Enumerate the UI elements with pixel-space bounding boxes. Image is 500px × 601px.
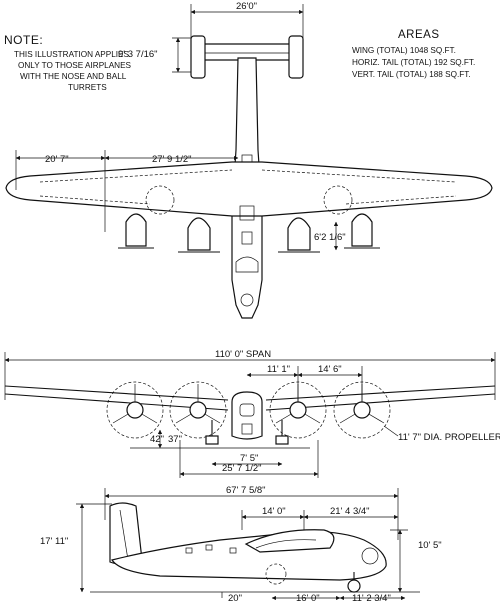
length-label: 67' 7 5/8" — [226, 485, 266, 496]
nacelle-length-label: 6'2 1/6" — [314, 232, 346, 243]
wheelbase-label: 16' 0" — [296, 593, 320, 601]
inner-spacing-label: 11' 1" — [267, 364, 290, 375]
note-line-1: THIS ILLUSTRATION APPLIES — [14, 50, 129, 59]
height-label: 17' 11" — [40, 536, 68, 547]
areas-horiz-tail: HORIZ. TAIL (TOTAL) 192 SQ.FT. — [352, 58, 475, 67]
note-line-4: TURRETS — [68, 83, 107, 92]
tail-span-label: 26'0" — [236, 1, 257, 12]
clearance-b-label: 37" — [168, 434, 182, 445]
nacelle-inner-left — [178, 217, 220, 253]
aft-dim-label: 21' 4 3/4" — [330, 506, 370, 517]
prop-center-label: 25' 7 1/2" — [222, 463, 262, 474]
note-block: NOTE: THIS ILLUSTRATION APPLIES ONLY TO … — [4, 33, 132, 92]
areas-block: AREAS WING (TOTAL) 1048 SQ.FT. HORIZ. TA… — [352, 29, 475, 79]
note-heading: NOTE: — [4, 33, 43, 47]
cabin-height-label: 10' 5" — [418, 540, 442, 551]
areas-heading: AREAS — [398, 29, 440, 41]
span-label: 110' 0" SPAN — [215, 349, 271, 360]
inner-wing-label: 27' 9 1/2" — [152, 154, 192, 165]
clearance-a-label: 42" — [150, 434, 164, 445]
note-line-2: ONLY TO THOSE AIRPLANES — [18, 61, 132, 70]
tail-wheel-label: 20" — [228, 593, 242, 601]
track-label: 7' 5" — [240, 453, 258, 464]
nacelle-outer-right — [344, 213, 380, 249]
nose-dim-label: 11' 2 3/4" — [352, 593, 391, 601]
outer-spacing-label: 14' 6" — [318, 364, 342, 375]
note-line-3: WITH THE NOSE AND BALL — [20, 72, 127, 81]
prop-dia-label: 11' 7" DIA. PROPELLER — [398, 432, 500, 443]
side-view: 67' 7 5/8" 21' 4 3/4" 14' 0" — [40, 485, 442, 601]
outer-wing-label: 20' 7" — [45, 154, 69, 165]
areas-vert-tail: VERT. TAIL (TOTAL) 188 SQ.FT. — [352, 70, 471, 79]
top-view: 26'0" 9' 3 7/16" — [5, 1, 493, 319]
tail-chord-label: 9' 3 7/16" — [118, 49, 158, 60]
nacelle-outer-left — [118, 213, 154, 249]
front-view: 110' 0" SPAN 11' 1" 14' 6" — [4, 349, 500, 478]
nacelle-inner-right — [278, 217, 320, 253]
areas-wing: WING (TOTAL) 1048 SQ.FT. — [352, 46, 456, 55]
fwd-dim-label: 14' 0" — [262, 506, 286, 517]
